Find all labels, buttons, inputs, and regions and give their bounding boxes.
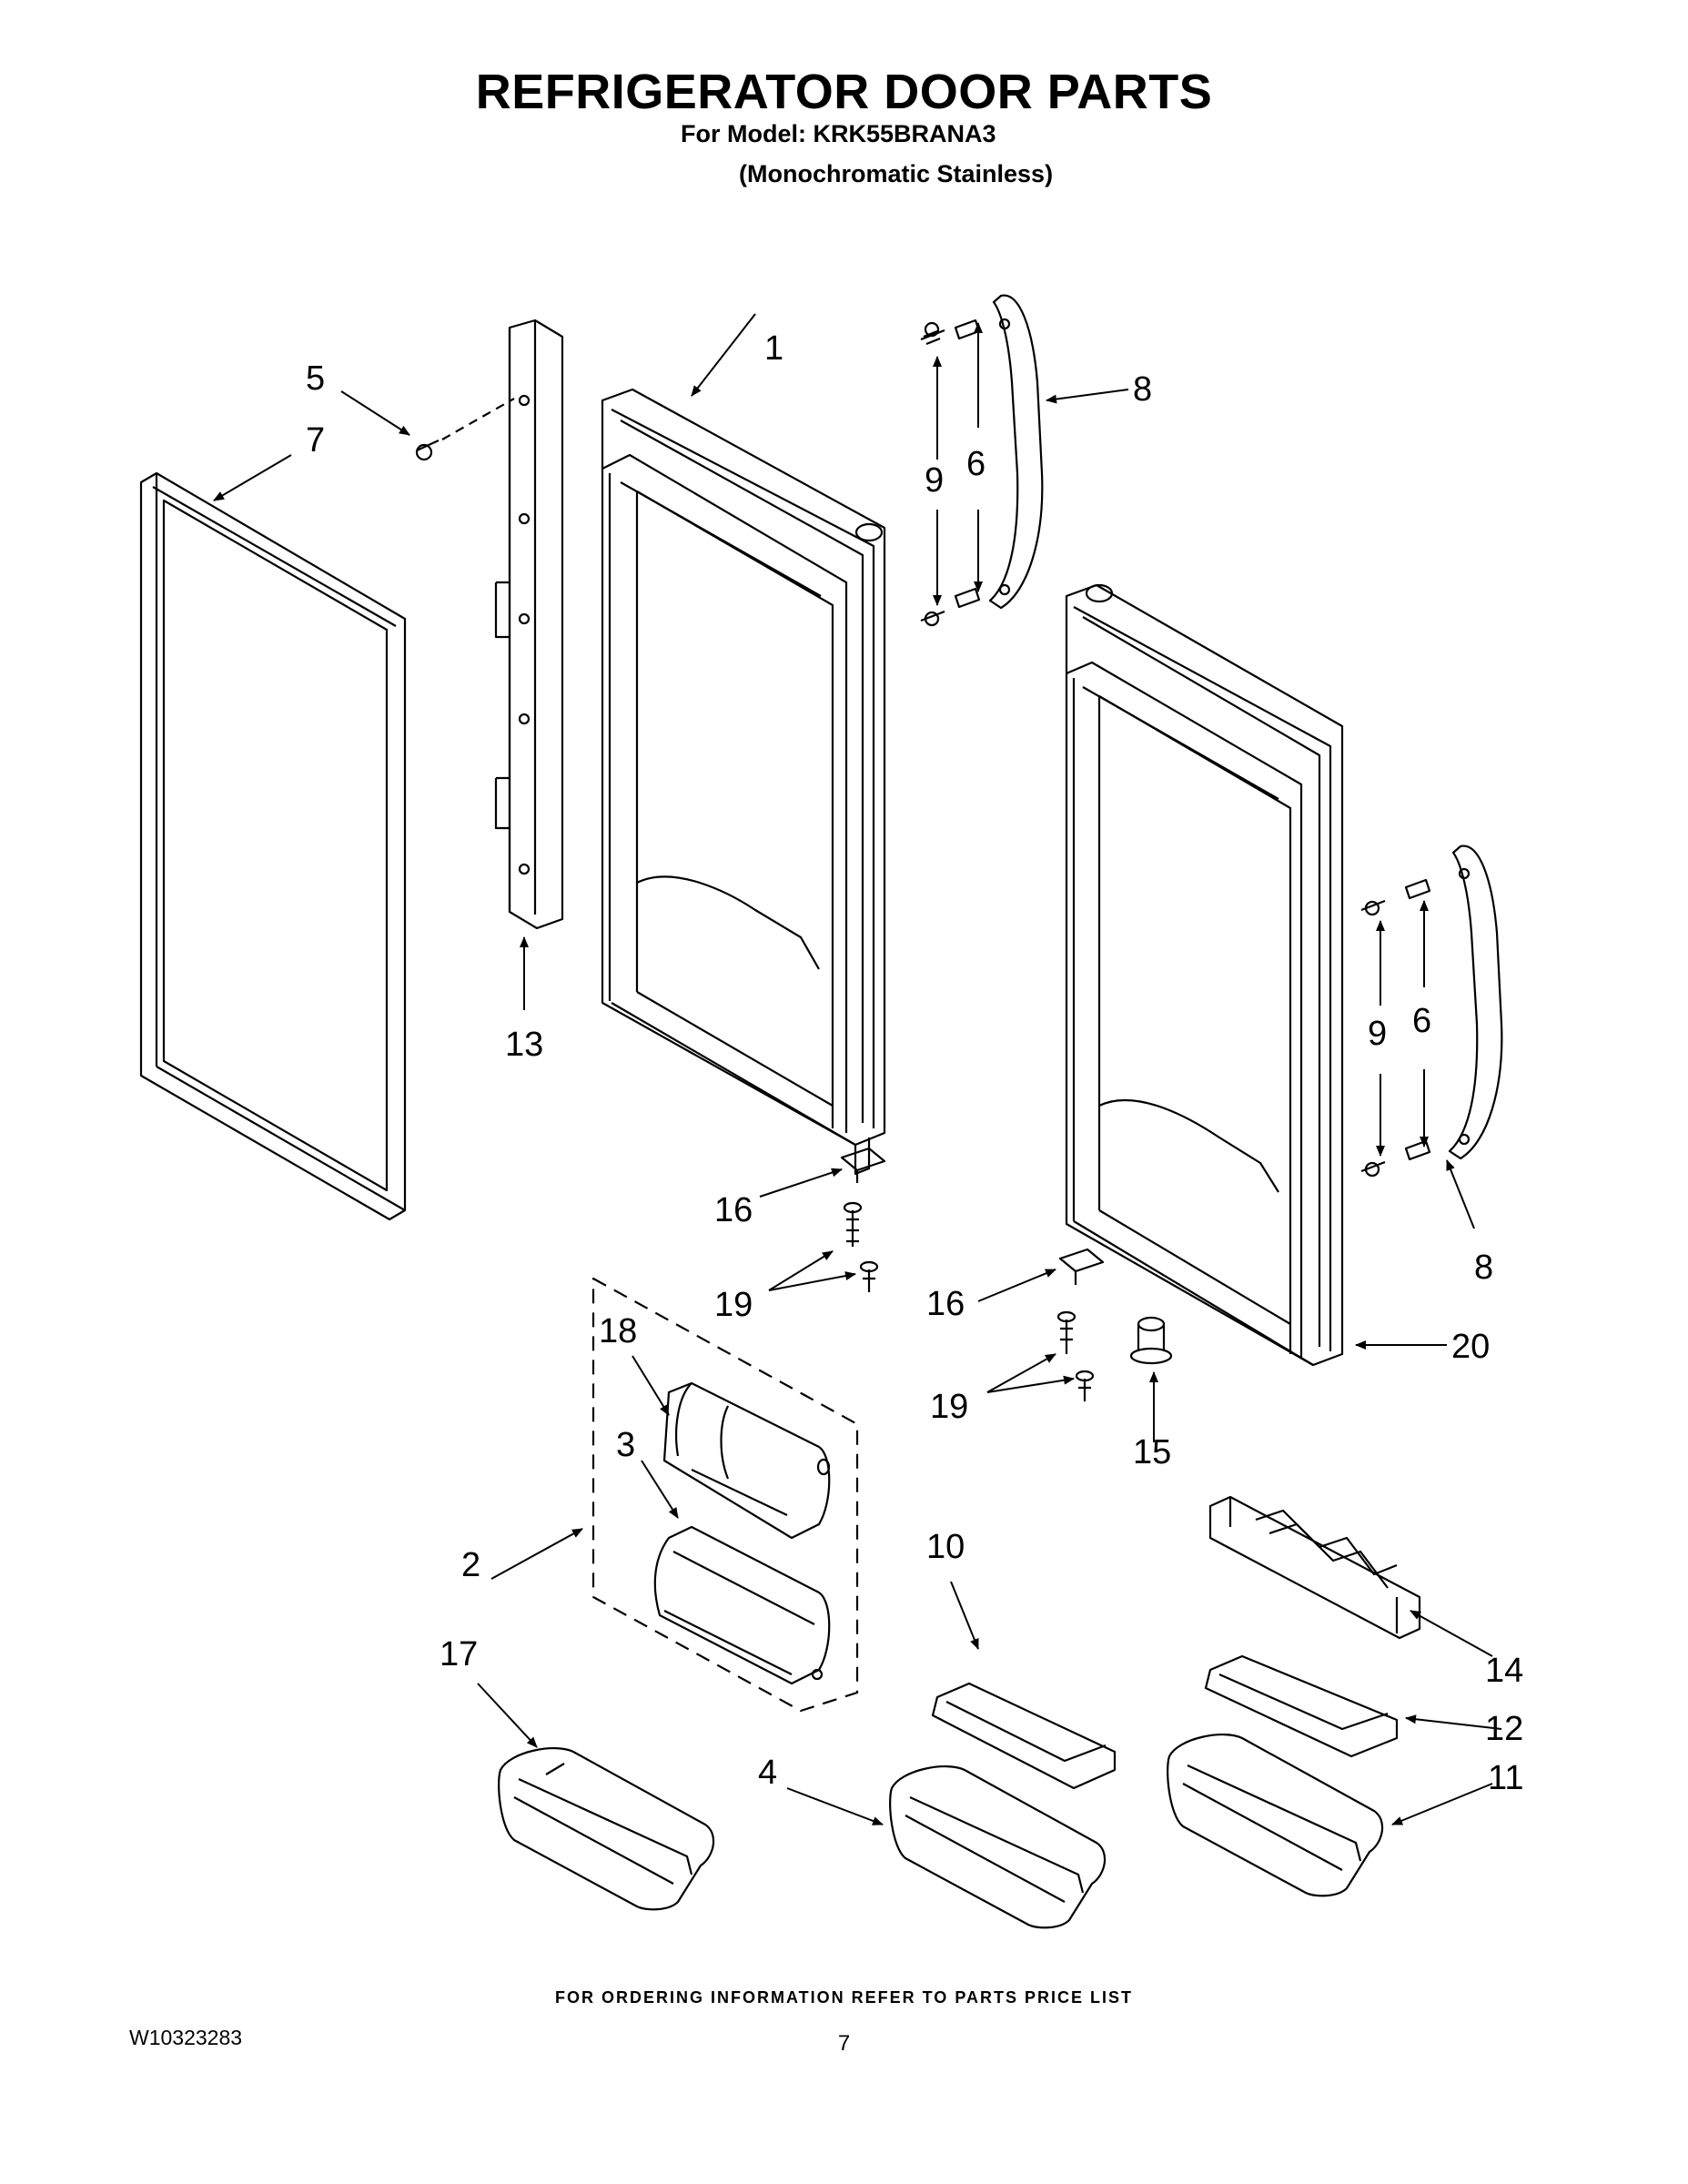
callout-labels: 1 2 3 4 5 6 6 7 8 8 9 9 10 11 12 13 14 1…: [306, 329, 1523, 1797]
door-rack-part: [1208, 1495, 1421, 1640]
lower-hinge-bracket-part: [1058, 1248, 1105, 1285]
callout-9-lower: 9: [1368, 1015, 1387, 1053]
callout-4: 4: [758, 1754, 777, 1792]
lower-hinge-screws-part: [1056, 1310, 1095, 1401]
callout-19-lower: 19: [930, 1388, 968, 1426]
hinge-pin-part: [1129, 1316, 1173, 1365]
model-line: For Model: KRK55BRANA3: [681, 120, 996, 147]
upper-hinge-bracket-part: [840, 1147, 886, 1183]
door-bin-middle-part: [889, 1765, 1107, 1929]
callout-9-upper: 9: [925, 461, 944, 500]
callout-7: 7: [306, 421, 325, 460]
callout-5: 5: [306, 359, 325, 398]
callout-20: 20: [1451, 1328, 1490, 1366]
page-number: 7: [837, 2031, 851, 2056]
door-gasket-part: [139, 471, 407, 1221]
dispenser-cover-part: [662, 1381, 831, 1540]
callout-19-upper: 19: [714, 1286, 753, 1324]
variant-line: (Monochromatic Stainless): [739, 160, 1054, 187]
callout-16-upper: 16: [714, 1191, 753, 1229]
callout-14: 14: [1485, 1652, 1523, 1690]
callout-3: 3: [616, 1426, 635, 1464]
callout-17: 17: [440, 1635, 478, 1673]
callout-15: 15: [1133, 1433, 1171, 1471]
callout-12: 12: [1485, 1710, 1523, 1748]
lower-handle-screws-part: [1360, 878, 1431, 1178]
callout-13: 13: [505, 1026, 543, 1064]
callout-1: 1: [764, 329, 783, 368]
door-bin-left-part: [498, 1747, 715, 1911]
page-title: REFRIGERATOR DOOR PARTS: [475, 65, 1213, 119]
leader-arrows: [213, 313, 1502, 1825]
ordering-info-note: FOR ORDERING INFORMATION REFER TO PARTS …: [554, 1988, 1133, 2007]
trim-screw-part: [415, 440, 440, 461]
callout-8-upper: 8: [1133, 370, 1152, 409]
hinge-trim-strip-part: [494, 318, 564, 930]
dispenser-assembly-outline: [591, 1277, 859, 1713]
callout-16-lower: 16: [926, 1285, 965, 1323]
dispenser-bin-part: [653, 1525, 831, 1685]
callout-18: 18: [599, 1312, 637, 1350]
upper-handle-screws-part: [920, 318, 981, 627]
document-number: W10323283: [129, 2026, 243, 2049]
callout-6-lower: 6: [1412, 1002, 1431, 1040]
callout-8-lower: 8: [1474, 1249, 1493, 1287]
shelf-lid-right-part: [1204, 1654, 1399, 1758]
upper-door-handle-part: [988, 294, 1044, 610]
upper-door-part: [601, 388, 886, 1176]
shelf-lid-left-part: [931, 1682, 1117, 1790]
callout-11: 11: [1488, 1759, 1523, 1797]
callout-2: 2: [461, 1546, 480, 1584]
callout-10: 10: [926, 1528, 965, 1566]
callout-6-upper: 6: [966, 445, 986, 483]
screw-leader-dashed: [441, 398, 515, 440]
lower-door-handle-part: [1448, 844, 1503, 1160]
upper-hinge-screws-part: [843, 1201, 879, 1292]
door-bin-right-part: [1167, 1734, 1384, 1897]
lower-door-part: [1065, 583, 1344, 1367]
